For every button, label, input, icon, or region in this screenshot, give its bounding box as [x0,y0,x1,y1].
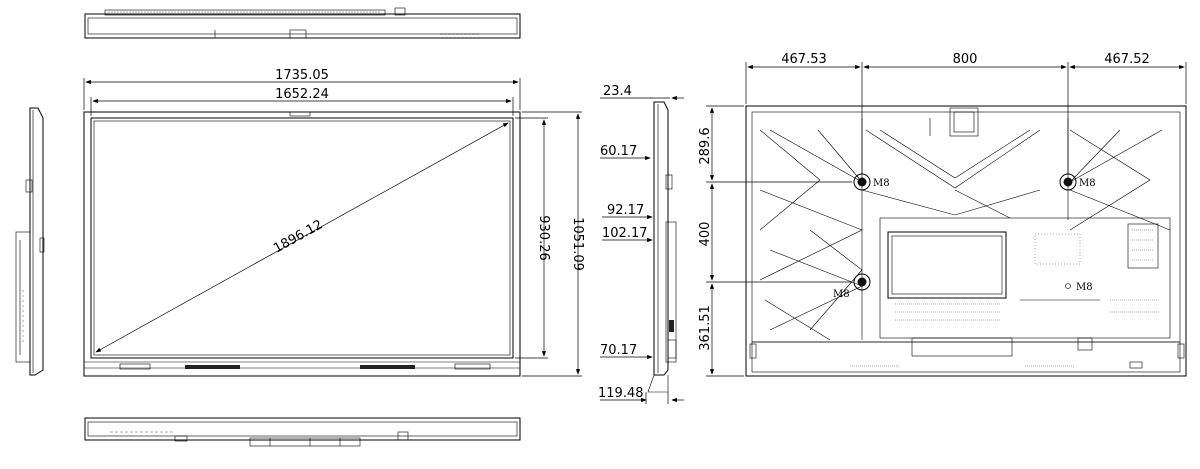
screen-width-label: 1652.24 [275,87,329,102]
depth-bottom-label: 70.17 [600,343,637,358]
depth-mid2-label: 102.17 [602,226,648,241]
top-view [84,7,521,39]
mount-hole-bottom-left [853,273,871,291]
screen-height-label: 930.26 [536,215,551,261]
vesa-width-label: 800 [953,52,978,67]
vesa-height-label: 400 [698,222,713,247]
mount-label-top-left: M8 [873,178,890,189]
mount-label-bottom-left: M8 [833,289,850,300]
depth-base-label: 119.48 [598,386,644,401]
left-offset-label: 467.53 [781,52,827,67]
top-offset-label: 289.6 [698,127,713,164]
mount-label-panel: M8 [1076,282,1093,293]
side-profile-view: 23.4 60.17 92.17 102.17 70.17 119.48 [598,84,684,404]
diagonal-label: 1896.12 [271,217,325,256]
overall-height-label: 1051.09 [570,217,585,271]
rear-view: M8 M8 M8 M8 467.53 800 467.52 289.6 400 … [698,52,1187,377]
mount-label-top-right: M8 [1079,178,1096,189]
right-offset-label: 467.52 [1104,52,1150,67]
left-side-view [15,107,45,376]
depth-mid-label: 92.17 [607,203,644,218]
depth-upper-label: 60.17 [600,144,637,159]
bottom-offset-label: 361.51 [698,305,713,351]
rear-lattice [759,118,1171,341]
bottom-view [84,417,521,447]
overall-width-label: 1735.05 [275,68,329,83]
front-view: 1735.05 1652.24 1896.12 930.26 1051.09 [83,68,585,377]
depth-top-label: 23.4 [603,84,632,99]
